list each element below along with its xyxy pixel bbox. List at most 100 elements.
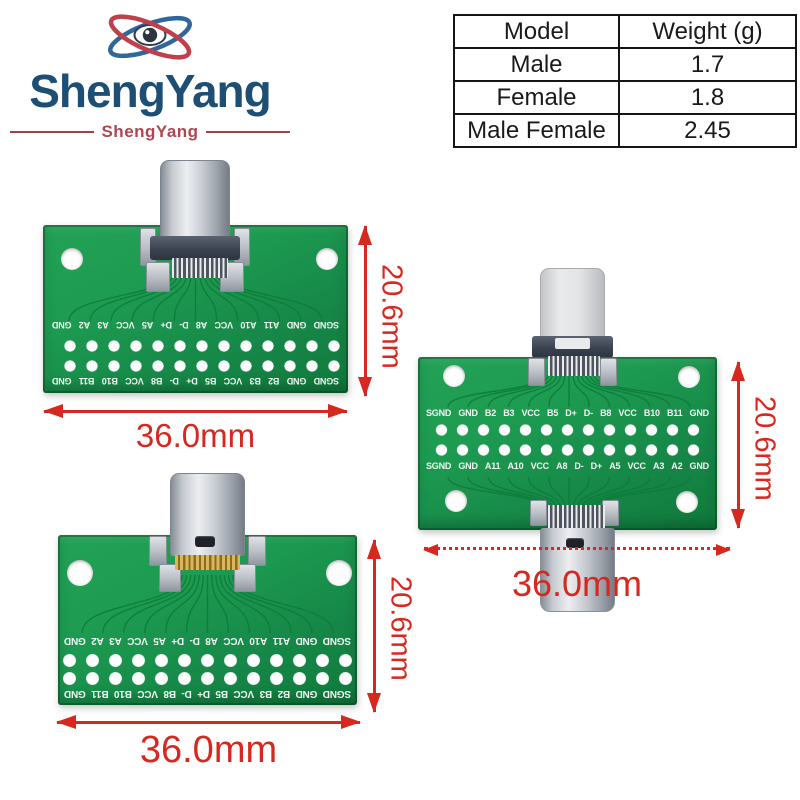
- mount-hole: [443, 365, 465, 387]
- pin-label: A10: [240, 320, 257, 330]
- pin-label: B11: [666, 408, 683, 418]
- pin-label: VCC: [530, 461, 550, 471]
- pin-label: A11: [484, 461, 501, 471]
- pin-label: D+: [186, 376, 198, 386]
- pin-label: D-: [583, 408, 593, 418]
- pin-label: D-: [189, 635, 200, 646]
- mount-hole: [61, 248, 83, 270]
- pin-hole-row: [58, 653, 357, 668]
- pin-label: VCC: [116, 320, 135, 330]
- pin-label: D-: [179, 320, 189, 330]
- pin-label: D+: [160, 320, 173, 330]
- pin-label: SGND: [313, 376, 339, 386]
- weight-spec-table: Model Weight (g) Male 1.7 Female 1.8 Mal…: [453, 14, 797, 148]
- pin-label: B3: [249, 376, 261, 386]
- pin-hole-row: [58, 671, 357, 686]
- pin-label: A5: [609, 461, 621, 471]
- connector-pins: [172, 258, 228, 278]
- pin-label: A2: [91, 635, 104, 646]
- connector-pins: [175, 555, 240, 570]
- pin-label: VCC: [627, 461, 646, 471]
- pin-label: A10: [507, 461, 524, 471]
- copper-traces: [447, 476, 691, 510]
- connector-base: [150, 236, 240, 260]
- usb-c-male-connector: [160, 160, 230, 240]
- pin-hole-row: [431, 423, 705, 437]
- pin-label: B10: [643, 408, 660, 418]
- usb-c-male-connector: [540, 268, 605, 338]
- pin-label: D+: [171, 635, 185, 646]
- pin-label: B8: [163, 688, 177, 699]
- cell-weight: 1.8: [618, 80, 797, 115]
- pin-label: D+: [565, 408, 577, 418]
- pin-label: B10: [114, 688, 132, 699]
- pin-label: A8: [196, 320, 208, 330]
- pin-label: B2: [484, 408, 497, 418]
- pin-label: A8: [556, 461, 568, 471]
- mount-hole: [445, 490, 467, 512]
- pin-label: B11: [91, 688, 109, 699]
- pin-label: D-: [169, 376, 179, 386]
- pin-label: VCC: [125, 376, 144, 386]
- pin-label: SGND: [426, 408, 452, 418]
- height-dimension-label: 20.6mm: [748, 395, 781, 501]
- solder-tab: [600, 358, 617, 386]
- table-row: Male 1.7: [453, 47, 797, 82]
- connector-pins: [548, 356, 600, 376]
- pin-label: B8: [600, 408, 612, 418]
- copper-traces: [447, 374, 691, 408]
- mount-hole: [67, 560, 93, 586]
- cell-weight: 1.7: [618, 47, 797, 82]
- mount-hole: [326, 560, 352, 586]
- pin-label: SGND: [426, 461, 452, 471]
- pin-label: VCC: [223, 376, 243, 386]
- header-weight: Weight (g): [618, 14, 797, 49]
- pin-label: A11: [272, 635, 291, 646]
- height-dimension-arrow: [367, 539, 381, 713]
- solder-tab: [159, 564, 181, 592]
- pin-label: A5: [142, 320, 154, 330]
- cell-model: Male Female: [453, 113, 620, 148]
- pin-label: GND: [295, 635, 318, 646]
- connector-vent-hole: [566, 538, 584, 548]
- width-dimension-arrow-dotted: [423, 544, 731, 556]
- pin-label: GND: [458, 461, 478, 471]
- connector-pins: [548, 505, 605, 529]
- pin-label: VCC: [137, 688, 159, 699]
- pin-label: A10: [249, 635, 268, 646]
- pin-label: VCC: [223, 635, 244, 646]
- pin-label: B5: [547, 408, 559, 418]
- width-dimension-label: 36.0mm: [139, 729, 278, 771]
- pin-hole-row: [431, 443, 705, 457]
- pin-label: A8: [205, 635, 218, 646]
- height-dimension-arrow: [731, 361, 745, 529]
- solder-tab: [149, 536, 167, 566]
- width-dimension-arrow: [43, 404, 348, 418]
- cell-model: Female: [453, 80, 620, 115]
- brand-logo: ShengYang ShengYang: [8, 8, 292, 142]
- brand-tagline: ShengYang: [8, 122, 292, 142]
- pin-label: B10: [101, 376, 118, 386]
- mount-hole: [316, 248, 338, 270]
- pin-label: A3: [97, 320, 109, 330]
- pin-label: VCC: [127, 635, 148, 646]
- solder-tab: [530, 500, 547, 526]
- pin-hole-row: [59, 339, 345, 353]
- mount-hole: [678, 366, 700, 388]
- table-header-row: Model Weight (g): [453, 14, 797, 49]
- solder-tab: [528, 358, 545, 386]
- pin-hole-row: [59, 359, 345, 373]
- pin-label: B5: [215, 688, 229, 699]
- pin-label: D+: [590, 461, 603, 471]
- height-dimension-label: 20.6mm: [375, 263, 408, 369]
- header-model: Model: [453, 14, 620, 49]
- pin-label: GND: [286, 320, 307, 330]
